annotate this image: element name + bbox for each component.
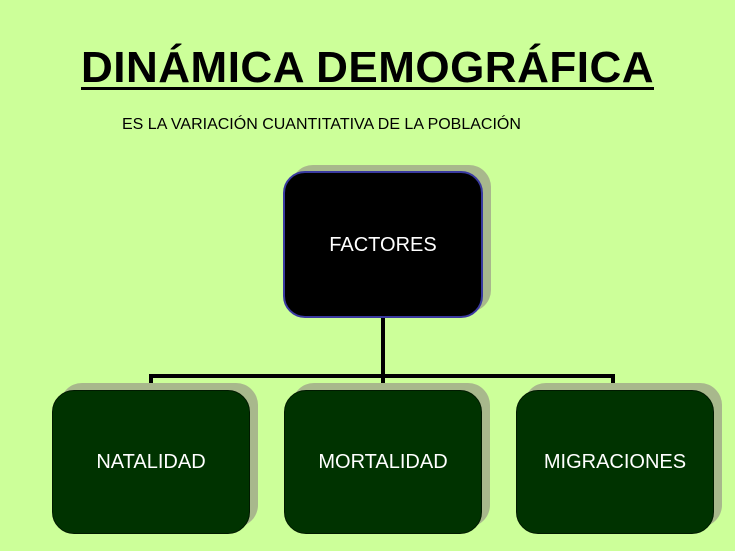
root-node-label: FACTORES: [329, 233, 437, 256]
slide-subtitle: ES LA VARIACIÓN CUANTITATIVA DE LA POBLA…: [122, 116, 521, 133]
child-node-natalidad: NATALIDAD: [52, 390, 250, 534]
child-node-label: MIGRACIONES: [543, 451, 687, 473]
root-node-factores: FACTORES: [283, 171, 483, 318]
slide-title: DINÁMICA DEMOGRÁFICA: [81, 43, 654, 92]
child-node-label: NATALIDAD: [96, 451, 206, 473]
child-node-mortalidad: MORTALIDAD: [284, 390, 482, 534]
child-node-migraciones: MIGRACIONES: [516, 390, 714, 534]
child-node-label: MORTALIDAD: [318, 451, 448, 473]
